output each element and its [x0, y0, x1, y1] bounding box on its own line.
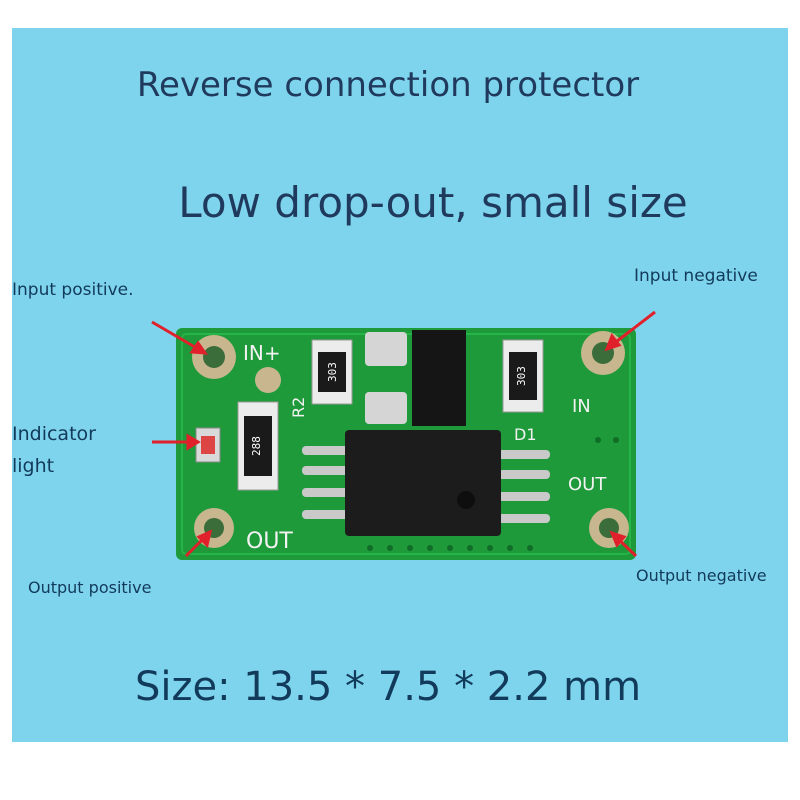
- page-title: Reverse connection protector: [136, 65, 640, 105]
- pad-d1-top: [365, 332, 407, 366]
- silk-d1: D1: [514, 425, 537, 444]
- led: [195, 427, 221, 463]
- pad-round: [255, 367, 281, 393]
- via-row: [367, 437, 619, 551]
- arrow-input-negative-head: [604, 332, 622, 352]
- silk-in: IN: [572, 396, 591, 417]
- res-label-288: 288: [250, 436, 263, 456]
- silk-in-plus: IN+: [243, 341, 281, 365]
- ic-pins-left: [302, 446, 352, 519]
- callout-arrows: [151, 310, 656, 558]
- label-output-negative: Output negative: [636, 566, 767, 585]
- res-label-303-right: 303: [515, 366, 528, 386]
- arrow-input-positive: [151, 320, 201, 352]
- ic-pin1-dot: [457, 491, 475, 509]
- ic-pins-right: [498, 450, 550, 523]
- subtitle: Low drop-out, small size: [178, 178, 688, 227]
- ic-chip: [345, 430, 501, 536]
- arrow-output-negative-head: [609, 530, 627, 548]
- resistor-303-left: 303: [311, 339, 353, 405]
- label-input-positive: Input positive.: [12, 280, 134, 300]
- arrow-indicator-head: [186, 433, 201, 451]
- silk-out-right: OUT: [568, 474, 607, 495]
- label-output-positive: Output positive: [28, 578, 152, 597]
- silk-out-left: OUT: [246, 529, 293, 554]
- hole-in-plus: [192, 335, 236, 379]
- resistor-288: 288: [237, 401, 279, 491]
- size-spec: Size: 13.5 * 7.5 * 2.2 mm: [134, 664, 642, 710]
- arrow-output-positive-head: [196, 529, 213, 548]
- pad-d1-bottom: [365, 392, 407, 424]
- res-label-303-left: 303: [326, 362, 339, 382]
- arrow-input-negative: [611, 310, 656, 347]
- resistor-303-right: 303: [502, 339, 544, 413]
- led-lens: [201, 436, 215, 454]
- mosfet-tab: [412, 330, 466, 426]
- silk-r2: R2: [289, 397, 308, 418]
- arrow-input-positive-head: [189, 340, 209, 355]
- label-indicator-light: Indicator light: [12, 423, 96, 477]
- label-input-negative: Input negative: [634, 266, 758, 286]
- hole-in-minus: [581, 331, 625, 375]
